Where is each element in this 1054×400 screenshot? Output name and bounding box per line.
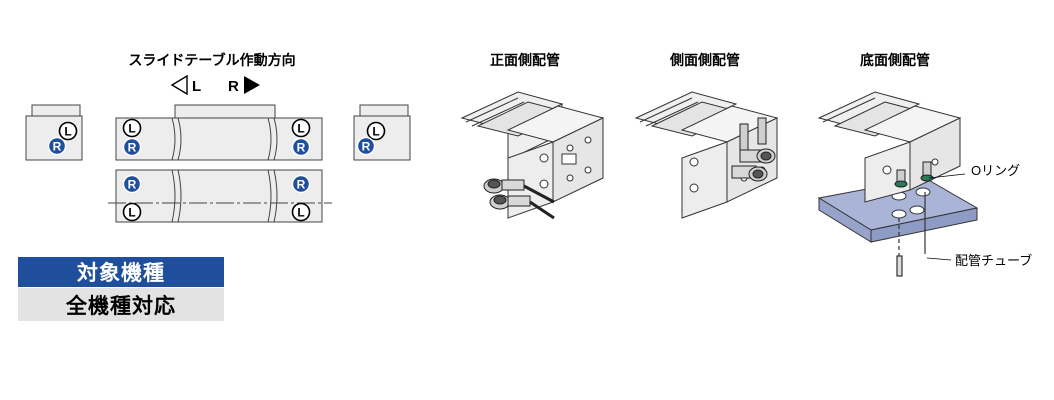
svg-text:R: R: [128, 141, 137, 155]
svg-text:L: L: [64, 125, 71, 139]
marker-r: R: [291, 137, 311, 157]
marker-l: L: [366, 121, 386, 141]
front-piping-label: 正面側配管: [490, 52, 560, 68]
svg-text:R: R: [128, 178, 137, 192]
svg-text:R: R: [362, 140, 371, 154]
front-piping-illustration: [460, 91, 605, 220]
right-block: L R: [353, 104, 411, 161]
marker-l: L: [122, 118, 142, 138]
left-direction-label: L: [192, 78, 201, 95]
o-ring-callout: Oリング: [971, 163, 1021, 178]
left-block: L R: [25, 104, 83, 161]
marker-r: R: [291, 174, 311, 194]
svg-text:L: L: [372, 125, 379, 139]
bottom-piping-illustration: [817, 91, 979, 277]
marker-r: R: [122, 137, 142, 157]
target-models-value: 全機種対応: [18, 288, 224, 321]
svg-text:R: R: [297, 141, 306, 155]
marker-l: L: [58, 121, 78, 141]
side-piping-label: 側面側配管: [670, 52, 740, 68]
bottom-piping-label: 底面側配管: [860, 52, 930, 68]
direction-arrows: L R: [170, 74, 260, 96]
svg-text:R: R: [53, 140, 62, 154]
svg-text:L: L: [297, 206, 304, 220]
svg-text:L: L: [297, 122, 304, 136]
marker-r: R: [356, 136, 376, 156]
marker-r: R: [122, 174, 142, 194]
left-arrow-icon: [170, 74, 188, 96]
marker-l: L: [122, 202, 142, 222]
right-direction-label: R: [228, 78, 239, 95]
svg-text:L: L: [128, 122, 135, 136]
slide-direction-diagram: L R L R L R: [25, 104, 411, 223]
right-arrow-icon: [244, 76, 260, 94]
svg-text:R: R: [297, 178, 306, 192]
center-top-table: L R L R: [115, 104, 323, 161]
svg-text:L: L: [128, 206, 135, 220]
side-piping-illustration: [634, 91, 779, 219]
marker-r: R: [47, 136, 67, 156]
marker-l: L: [291, 118, 311, 138]
tube-callout: 配管チューブ: [955, 253, 1033, 268]
center-bottom-table: R L R L: [108, 169, 332, 223]
direction-title: スライドテーブル作動方向: [128, 52, 296, 68]
marker-l: L: [291, 202, 311, 222]
target-models-heading: 対象機種: [18, 257, 224, 287]
